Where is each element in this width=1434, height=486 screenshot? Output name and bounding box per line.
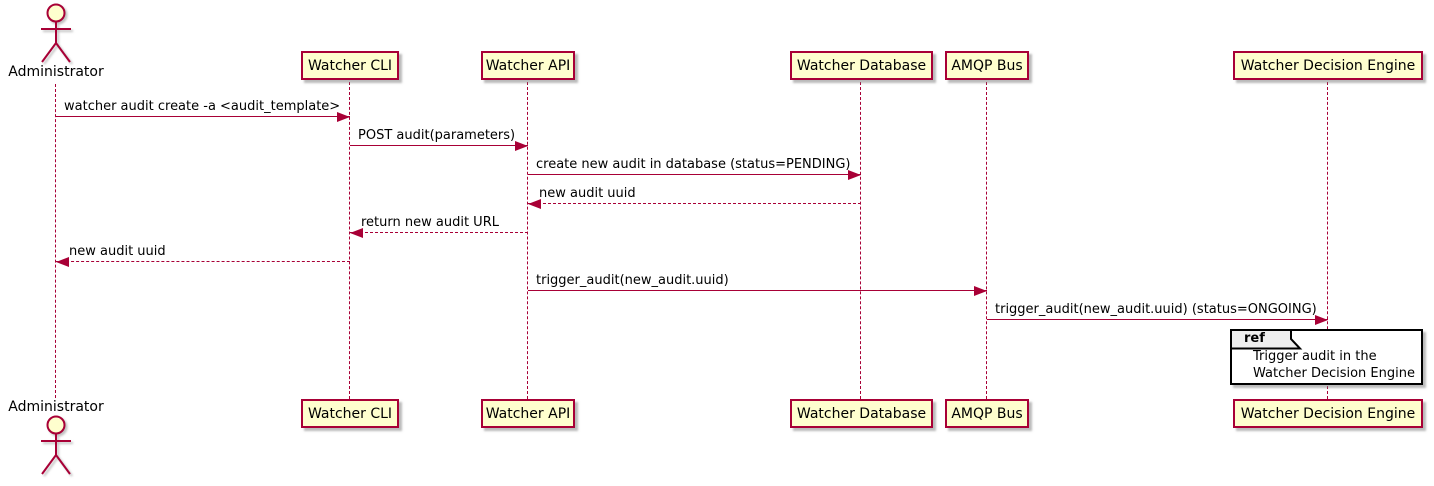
- message-5-label: return new audit URL: [361, 215, 499, 230]
- message-1-label: watcher audit create -a <audit_template>: [64, 99, 341, 114]
- message-2-arrowhead-icon: [515, 141, 528, 151]
- ref-text-line-1: Trigger audit in the: [1253, 349, 1377, 364]
- lifeline-watcher-database: [860, 82, 861, 399]
- participant-label: Watcher Database: [796, 57, 927, 74]
- message-4-line: [528, 203, 861, 204]
- participant-label: Watcher Decision Engine: [1240, 405, 1416, 422]
- message-7-arrowhead-icon: [974, 286, 987, 296]
- lifeline-administrator: [55, 84, 56, 398]
- participant-bottom-watcher-cli: Watcher CLI: [301, 399, 399, 428]
- participant-top-watcher-api: Watcher API: [481, 51, 575, 80]
- participant-label: Watcher Database: [796, 405, 927, 422]
- actor-label-administrator-top: Administrator: [8, 64, 104, 80]
- participant-label: Watcher Decision Engine: [1240, 57, 1416, 74]
- message-7-line: [528, 290, 987, 291]
- message-8-line: [987, 319, 1328, 320]
- actor-label-administrator-bottom: Administrator: [8, 399, 104, 415]
- message-1-arrowhead-icon: [337, 112, 350, 122]
- message-8-arrowhead-icon: [1315, 315, 1328, 325]
- message-4-arrowhead-icon: [528, 199, 541, 209]
- message-8-label: trigger_audit(new_audit.uuid) (status=ON…: [995, 302, 1317, 317]
- message-1-line: [56, 116, 350, 117]
- message-3-label: create new audit in database (status=PEN…: [536, 157, 851, 172]
- message-3-arrowhead-icon: [848, 170, 861, 180]
- ref-text-line-2: Watcher Decision Engine: [1253, 366, 1415, 381]
- message-7-label: trigger_audit(new_audit.uuid): [536, 273, 729, 288]
- message-6-line: [56, 261, 350, 262]
- message-2-label: POST audit(parameters): [358, 128, 516, 143]
- actor-icon: [41, 3, 71, 63]
- message-6-arrowhead-icon: [56, 257, 69, 267]
- participant-top-watcher-database: Watcher Database: [790, 51, 933, 80]
- participant-bottom-watcher-database: Watcher Database: [790, 399, 933, 428]
- lifeline-watcher-cli: [349, 82, 350, 399]
- actor-icon: [41, 415, 71, 475]
- ref-tab-icon: [1230, 329, 1303, 350]
- message-4-label: new audit uuid: [539, 186, 636, 201]
- message-6-label: new audit uuid: [69, 244, 166, 259]
- participant-label: AMQP Bus: [951, 405, 1023, 422]
- lifeline-amqp-bus: [986, 82, 987, 399]
- participant-label: Watcher CLI: [307, 57, 393, 74]
- participant-bottom-watcher-decision-engine: Watcher Decision Engine: [1233, 399, 1423, 428]
- participant-bottom-watcher-api: Watcher API: [481, 399, 575, 428]
- ref-fragment: ref Trigger audit in the Watcher Decisio…: [1230, 329, 1423, 385]
- participant-bottom-amqp-bus: AMQP Bus: [945, 399, 1029, 428]
- participant-label: Watcher API: [485, 405, 571, 422]
- message-5-arrowhead-icon: [350, 228, 363, 238]
- message-3-line: [528, 174, 861, 175]
- participant-top-watcher-decision-engine: Watcher Decision Engine: [1233, 51, 1423, 80]
- message-5-line: [350, 232, 528, 233]
- lifeline-watcher-decision-engine: [1327, 82, 1328, 399]
- message-2-line: [350, 145, 528, 146]
- participant-label: Watcher CLI: [307, 405, 393, 422]
- participant-label: AMQP Bus: [951, 57, 1023, 74]
- lifeline-watcher-api: [527, 82, 528, 399]
- ref-keyword: ref: [1244, 331, 1265, 346]
- participant-top-watcher-cli: Watcher CLI: [301, 51, 399, 80]
- participant-label: Watcher API: [485, 57, 571, 74]
- participant-top-amqp-bus: AMQP Bus: [945, 51, 1029, 80]
